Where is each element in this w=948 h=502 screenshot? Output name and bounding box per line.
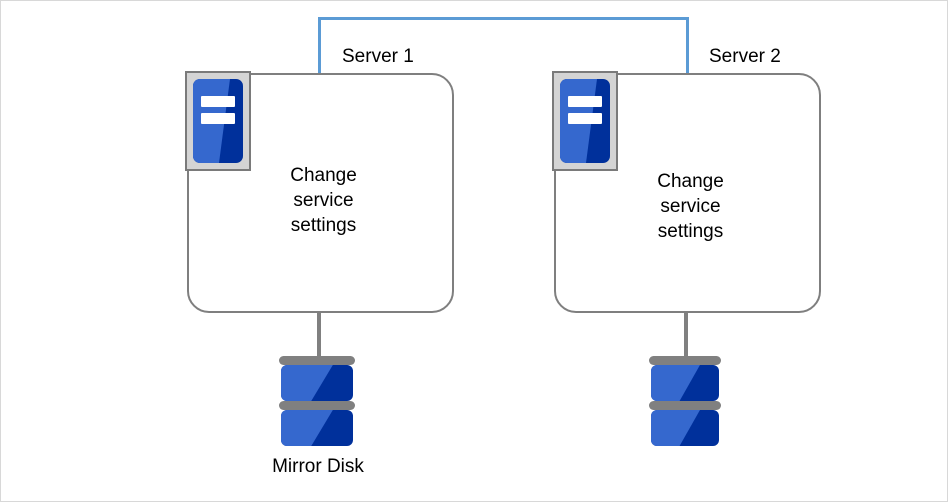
- mirror-disk-2-plate-middle: [649, 401, 721, 410]
- mirror-disk-2-platter-1-highlight: [651, 365, 700, 401]
- server-2-box[interactable]: [554, 73, 821, 313]
- mirror-disk-1-label: Mirror Disk: [272, 456, 364, 477]
- mirror-disk-1-plate-top: [279, 356, 355, 365]
- interconnect-left-segment: [318, 17, 321, 74]
- server-2-title: Server 2: [709, 46, 781, 67]
- server-1-title: Server 1: [342, 46, 414, 67]
- server-1-body-text: Change service settings: [290, 165, 357, 236]
- mirror-disk-2-platter-2-highlight: [651, 410, 700, 446]
- server-2-body-text: Change service settings: [657, 171, 724, 242]
- mirror-disk-2-plate-top: [649, 356, 721, 365]
- server-settings-icon-bar-top: [201, 95, 235, 107]
- mirror-disk-1-platter-1-highlight: [281, 365, 333, 401]
- mirror-disk-2-platter-1: [651, 365, 719, 401]
- server-settings-icon-bar-bottom: [201, 112, 235, 124]
- interconnect-right-segment: [686, 17, 689, 74]
- mirror-disk-1-platter-1: [281, 365, 353, 401]
- mirror-disk-2-icon: [649, 356, 721, 452]
- mirror-disk-1-platter-2-highlight: [281, 410, 333, 446]
- interconnect-top-segment: [318, 17, 689, 20]
- server-1-disk-stem: [317, 313, 321, 359]
- mirror-disk-1-platter-2: [281, 410, 353, 446]
- server-settings-icon: [552, 71, 618, 171]
- server-2-disk-stem: [684, 313, 688, 359]
- server-settings-icon-badge: [560, 79, 610, 163]
- server-settings-icon-badge: [193, 79, 243, 163]
- mirror-disk-2-platter-2: [651, 410, 719, 446]
- mirror-disk-1-icon: [279, 356, 355, 452]
- server-settings-icon: [185, 71, 251, 171]
- mirror-disk-1-plate-middle: [279, 401, 355, 410]
- server-settings-icon-bar-bottom: [568, 112, 602, 124]
- server-settings-icon-bar-top: [568, 95, 602, 107]
